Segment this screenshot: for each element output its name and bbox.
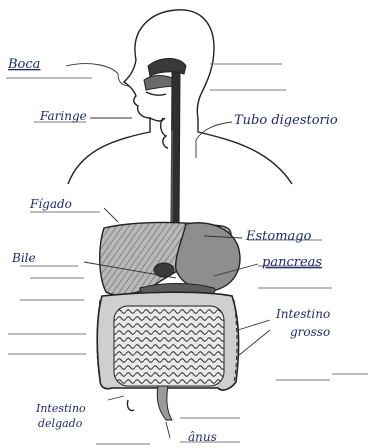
label-anus: ânus	[188, 430, 217, 444]
label-figado: Fígado	[29, 197, 72, 211]
label-estomago: Estomago	[245, 229, 312, 244]
small-intestine	[114, 306, 224, 386]
label-pancreas: pancreas	[262, 255, 322, 270]
label-intestino-grosso-1: Intestino	[275, 307, 330, 321]
label-intestino-grosso-2: grosso	[290, 325, 330, 339]
label-intestino-delgado-2: delgado	[38, 417, 83, 430]
label-faringe: Faringe	[39, 109, 87, 123]
label-intestino-delgado-1: Intestino	[35, 402, 86, 415]
label-tubo-digestorio: Tubo digestorio	[234, 113, 338, 128]
label-bile: Bile	[11, 251, 36, 265]
label-boca: Boca	[7, 57, 40, 72]
rectum	[127, 386, 172, 420]
